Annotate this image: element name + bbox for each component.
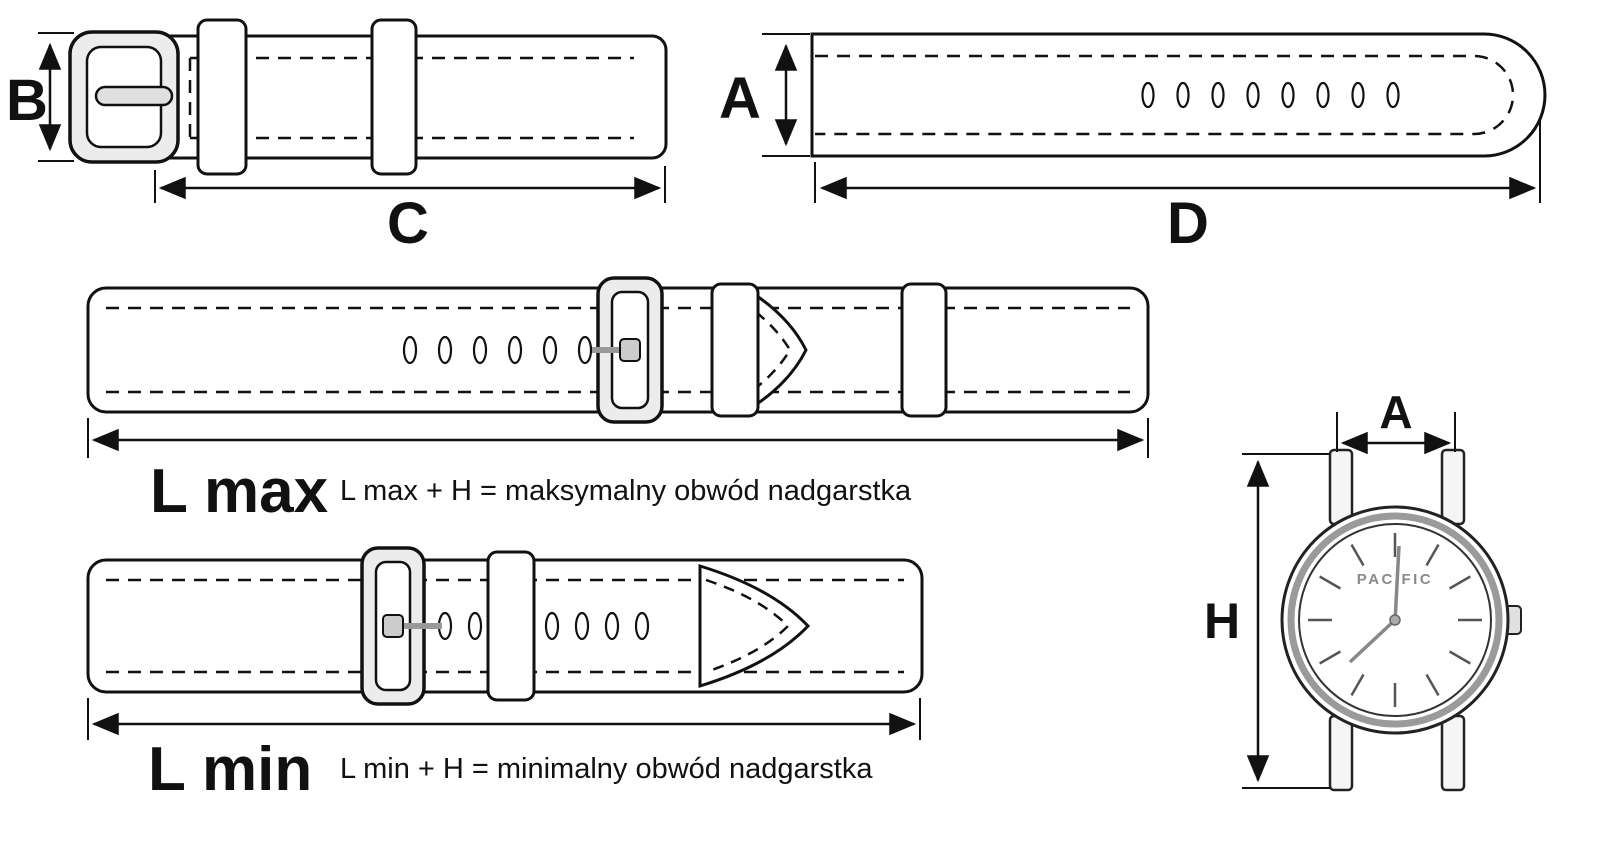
dimension-a: [762, 33, 810, 157]
strap-tip-stitch: [705, 578, 790, 674]
strap-hole: [1386, 81, 1400, 109]
hands-pivot: [1389, 614, 1401, 626]
watch-lug: [1328, 714, 1354, 792]
watch-hands: [1348, 545, 1401, 664]
extension-lines: [87, 418, 1149, 458]
dimension-a-label: A: [719, 66, 761, 131]
lmin-formula: L min + H = minimalny obwód nadgarstka: [340, 753, 873, 785]
dimension-c-label: C: [387, 191, 429, 256]
extension-lines: [762, 33, 810, 157]
strap-holes: [437, 611, 650, 641]
buckle-strap-piece: [68, 18, 668, 176]
strap-hole: [544, 611, 560, 641]
strap-hole: [1141, 81, 1155, 109]
dimension-lmin: [87, 698, 921, 740]
strap-lmin: [86, 546, 924, 706]
strap-hole: [604, 611, 620, 641]
strap-hole: [507, 335, 523, 365]
strap-hole: [1351, 81, 1365, 109]
extension-lines: [38, 32, 74, 162]
dimension-b: [38, 32, 74, 162]
strap-hole: [542, 335, 558, 365]
strap-hole: [402, 335, 418, 365]
minute-hand: [1393, 545, 1401, 623]
hour-hand: [1348, 618, 1397, 664]
strap-hole: [437, 335, 453, 365]
buckle-prong-hinge: [382, 614, 404, 638]
watch-lug: [1440, 448, 1466, 526]
watch-lug: [1440, 714, 1466, 792]
extension-lines: [154, 166, 666, 203]
watch-a-label: A: [1379, 386, 1412, 438]
strap-hole: [1281, 81, 1295, 109]
dimension-b-label: B: [6, 68, 48, 133]
strap-hole: [634, 611, 650, 641]
strap-tip: [752, 291, 808, 409]
extension-lines: [814, 120, 1541, 203]
dimension-c: [154, 166, 666, 203]
strap-tip-stitch: [755, 311, 792, 389]
extension-lines: [87, 698, 921, 740]
strap-hole: [1176, 81, 1190, 109]
lmin-label: L min: [148, 735, 312, 804]
strap-holes: [402, 335, 593, 365]
strap-hole: [1316, 81, 1330, 109]
strap-hole: [467, 611, 483, 641]
dimension-d-label: D: [1167, 191, 1209, 256]
dimension-watch-a: [1336, 412, 1456, 455]
dimension-d: [814, 120, 1541, 203]
watch-bezel: [1287, 512, 1503, 728]
keeper-loop: [900, 282, 948, 418]
lmax-label: L max: [150, 457, 329, 526]
extension-lines: [1242, 453, 1330, 789]
watch-drawing: [1280, 448, 1522, 792]
strap-hole: [577, 335, 593, 365]
extension-lines: [1336, 412, 1456, 452]
watch-h-label: H: [1204, 593, 1240, 649]
buckle-prong: [94, 85, 174, 107]
strap-holes: [1141, 81, 1400, 109]
strap-lmax: [86, 276, 1150, 424]
keeper-loop: [486, 550, 536, 702]
dimension-watch-h: [1242, 453, 1330, 789]
strap-tip: [698, 563, 811, 689]
strap-hole: [1246, 81, 1260, 109]
dimension-lmax: [87, 418, 1149, 458]
strap-hole: [574, 611, 590, 641]
keeper-loop: [370, 18, 418, 176]
strap-hole: [472, 335, 488, 365]
watch-hour-markers: [1308, 533, 1482, 707]
stitch-line: [815, 54, 1515, 136]
lmax-formula: L max + H = maksymalny obwód nadgarstka: [340, 475, 912, 507]
buckle-prong-hinge: [619, 338, 641, 362]
watch-lug: [1328, 448, 1354, 526]
watch-brand-label: PACIFIC: [1357, 571, 1433, 588]
strap-hole: [1211, 81, 1225, 109]
keeper-loop: [196, 18, 248, 176]
keeper-loop: [710, 282, 760, 418]
long-strap-piece: [810, 32, 1547, 158]
